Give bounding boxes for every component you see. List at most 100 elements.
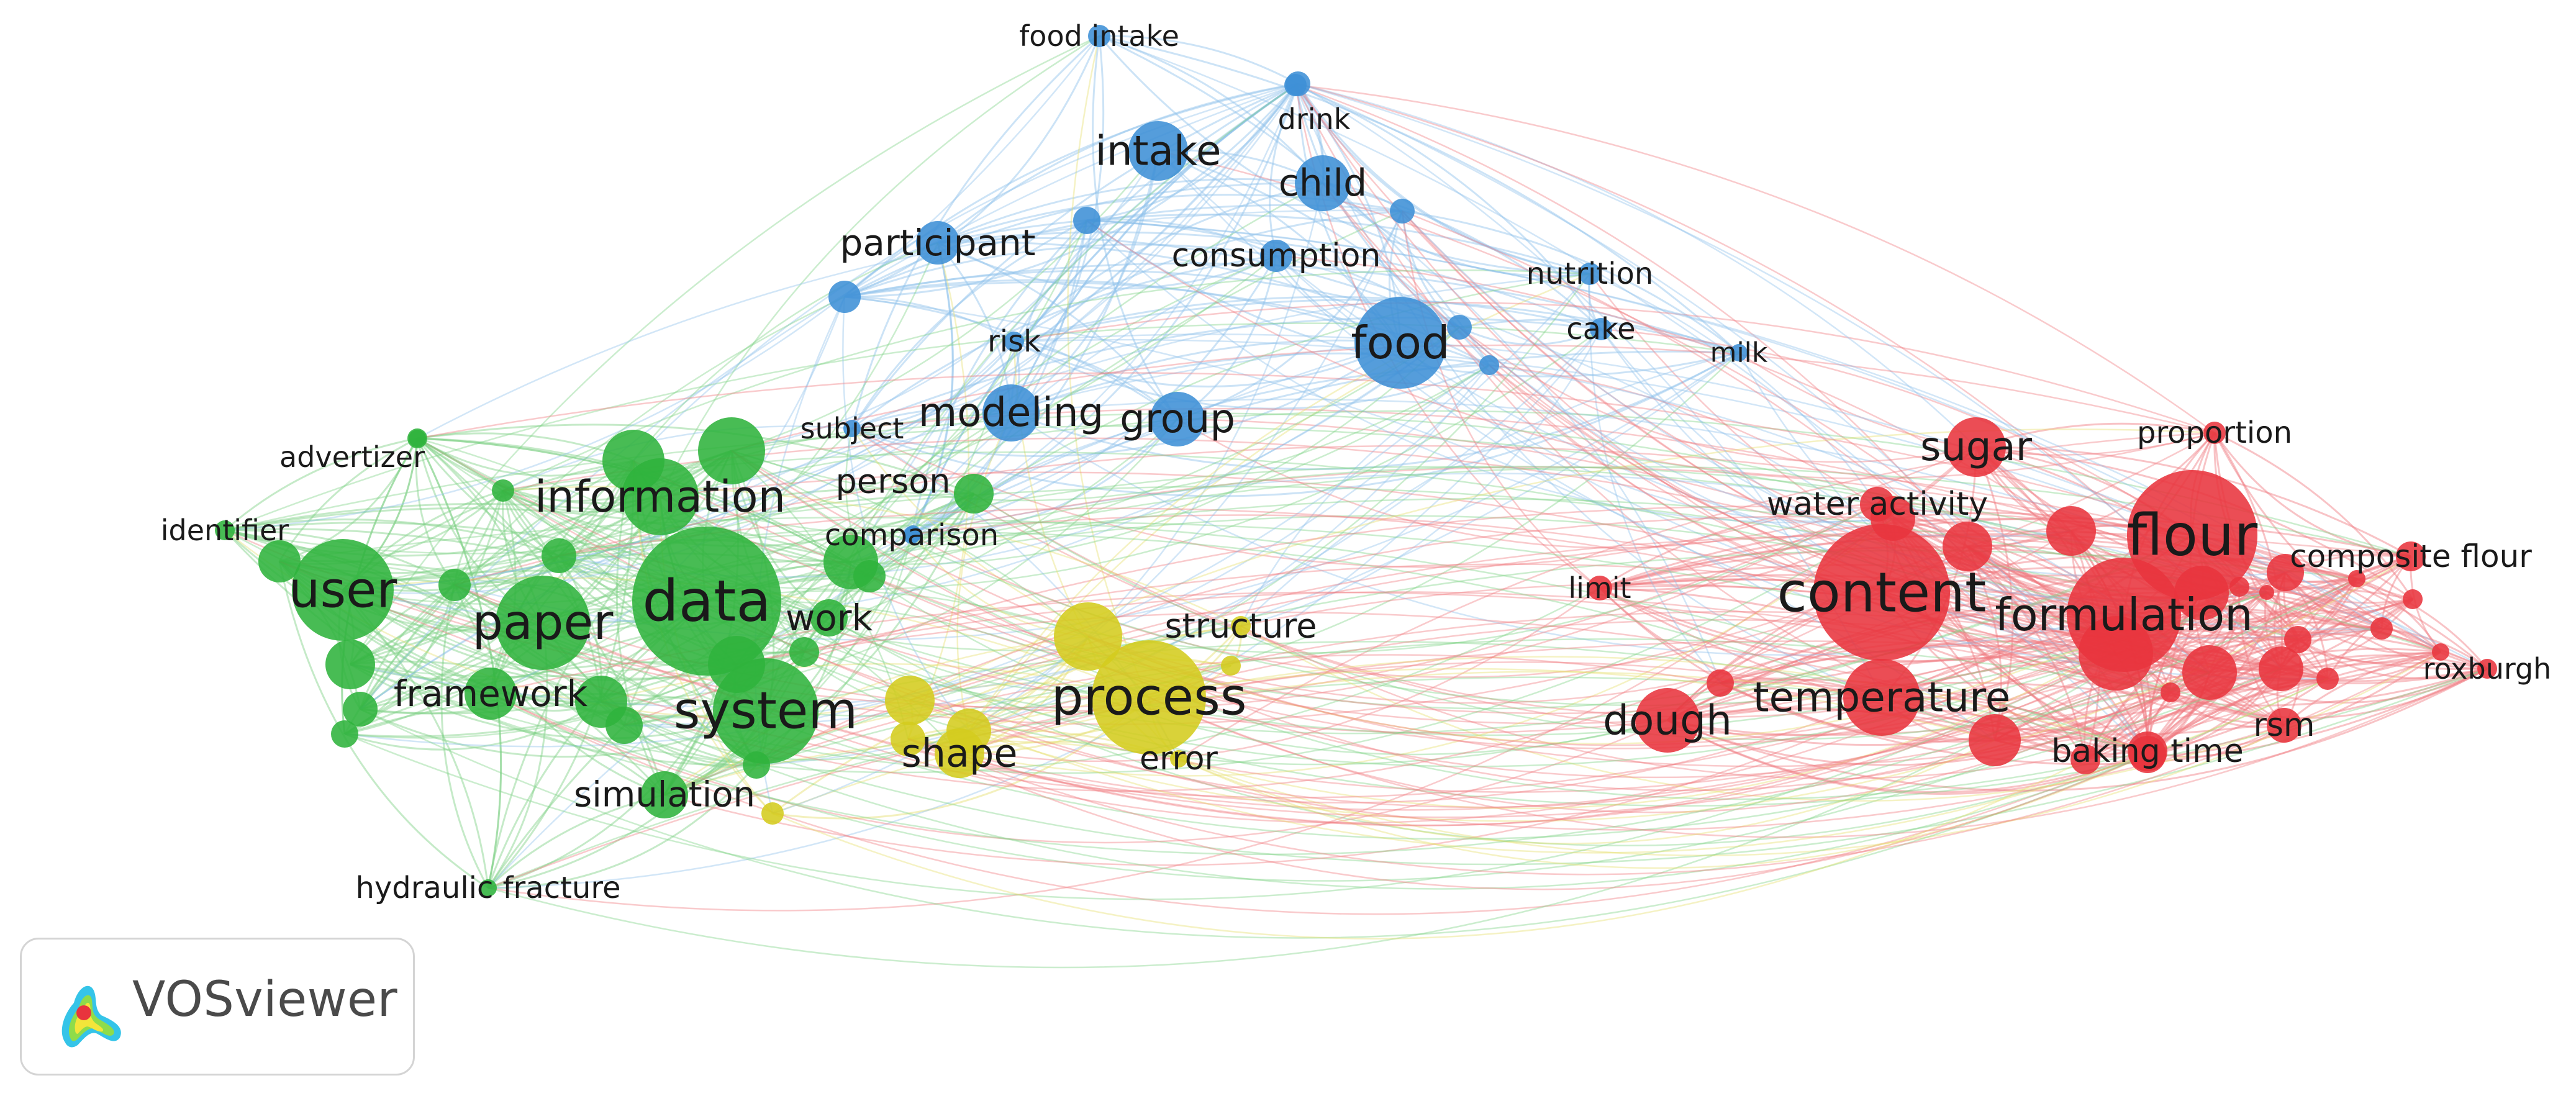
co-occurrence-link (907, 534, 2193, 804)
co-occurrence-link (1459, 326, 1602, 346)
label-advertizer: advertizer (279, 440, 425, 474)
co-occurrence-link (772, 625, 1241, 815)
co-occurrence-link (2146, 555, 2411, 755)
node-temperature (1843, 659, 1920, 736)
node-error (1170, 750, 1187, 768)
keyword-node (2432, 643, 2449, 661)
co-occurrence-link (844, 269, 1460, 328)
label-framework: framework (394, 673, 588, 715)
co-occurrence-link (1240, 351, 1739, 627)
co-occurrence-link (968, 183, 1324, 732)
co-occurrence-link (868, 255, 1277, 577)
co-occurrence-link (912, 242, 955, 535)
co-occurrence-link (344, 693, 766, 735)
co-occurrence-link (360, 490, 504, 710)
co-occurrence-link (490, 671, 2210, 882)
co-occurrence-link (2146, 577, 2357, 752)
co-occurrence-link (1010, 339, 1401, 414)
co-occurrence-link (1881, 591, 2488, 707)
co-occurrence-link (344, 533, 914, 739)
co-occurrence-link (1881, 661, 2210, 699)
keyword-node (258, 540, 301, 582)
co-occurrence-link (359, 296, 845, 710)
label-participant: participant (840, 222, 1036, 264)
keyword-node (1073, 207, 1100, 234)
co-occurrence-link (660, 364, 1490, 539)
co-occurrence-link (736, 591, 2285, 727)
co-occurrence-link (1010, 412, 2202, 656)
co-occurrence-link (1297, 83, 2171, 694)
co-occurrence-link (601, 419, 1178, 703)
node-data (632, 527, 781, 676)
keyword-node (2070, 745, 2100, 774)
co-occurrence-link (1013, 182, 1323, 343)
co-occurrence-link (1322, 182, 1590, 278)
co-occurrence-link (844, 182, 1323, 298)
co-occurrence-link (279, 438, 419, 563)
co-occurrence-link (542, 577, 2357, 811)
co-occurrence-link (706, 220, 1088, 602)
co-occurrence-link (1667, 719, 2148, 795)
co-occurrence-link (1667, 719, 2148, 794)
co-occurrence-link (659, 35, 1100, 497)
co-occurrence-link (907, 586, 2240, 827)
co-occurrence-link (342, 589, 737, 681)
co-occurrence-link (664, 493, 975, 796)
co-occurrence-link (1589, 273, 1879, 505)
label-error: error (1140, 740, 1218, 777)
label-simulation: simulation (574, 775, 755, 815)
co-occurrence-link (454, 445, 2193, 586)
co-occurrence-link (224, 507, 870, 577)
node-subject (843, 420, 861, 437)
co-occurrence-link (1086, 219, 1277, 257)
label-water-activity: water activity (1767, 486, 1988, 523)
co-occurrence-link (1881, 695, 2148, 756)
node-flour (2127, 470, 2257, 600)
keyword-node (885, 676, 935, 725)
co-occurrence-link (937, 242, 1179, 420)
co-occurrence-link (731, 450, 1995, 779)
co-occurrence-link (851, 255, 1277, 430)
co-occurrence-link (1177, 211, 1404, 420)
co-occurrence-link (1402, 210, 1739, 354)
co-occurrence-link (415, 438, 456, 586)
co-occurrence-link (973, 492, 2210, 741)
node-baking-time (2128, 731, 2167, 771)
keyword-node (1943, 522, 1992, 571)
co-occurrence-link (937, 214, 1590, 275)
co-occurrence-link (851, 407, 2488, 670)
co-occurrence-link (1294, 84, 1882, 699)
co-occurrence-link (624, 505, 2193, 727)
co-occurrence-link (2280, 654, 2488, 670)
co-occurrence-link (804, 563, 2282, 670)
co-occurrence-link (956, 412, 1012, 731)
co-occurrence-link (1401, 211, 1460, 328)
node-modeling (982, 384, 1040, 442)
co-occurrence-link (1600, 328, 2125, 616)
label-intake: intake (1095, 127, 1222, 175)
label-hydraulic-fracture: hydraulic fracture (355, 871, 620, 905)
keyword-node (2403, 589, 2423, 609)
co-occurrence-link (350, 663, 665, 796)
keyword-node (542, 538, 576, 573)
co-occurrence-link (844, 262, 1739, 354)
node-paper (496, 576, 590, 670)
co-occurrence-link (1599, 446, 1977, 591)
co-occurrence-link (502, 425, 853, 492)
co-occurrence-link (911, 255, 1277, 537)
co-occurrence-link (1994, 592, 2268, 741)
keyword-node (1479, 355, 1499, 375)
label-drink: drink (1278, 102, 1351, 136)
co-occurrence-link (937, 237, 1460, 328)
node-intake (1128, 121, 1188, 181)
label-comparison: comparison (825, 518, 999, 553)
co-occurrence-link (1967, 432, 2216, 548)
co-occurrence-link (1294, 84, 2086, 761)
co-occurrence-link (615, 460, 666, 795)
keyword-node (325, 640, 375, 689)
co-occurrence-link (1240, 364, 1490, 627)
co-occurrence-link (224, 519, 560, 557)
co-occurrence-link (502, 269, 1590, 492)
co-occurrence-link (1014, 340, 1490, 410)
co-occurrence-link (731, 364, 1490, 502)
